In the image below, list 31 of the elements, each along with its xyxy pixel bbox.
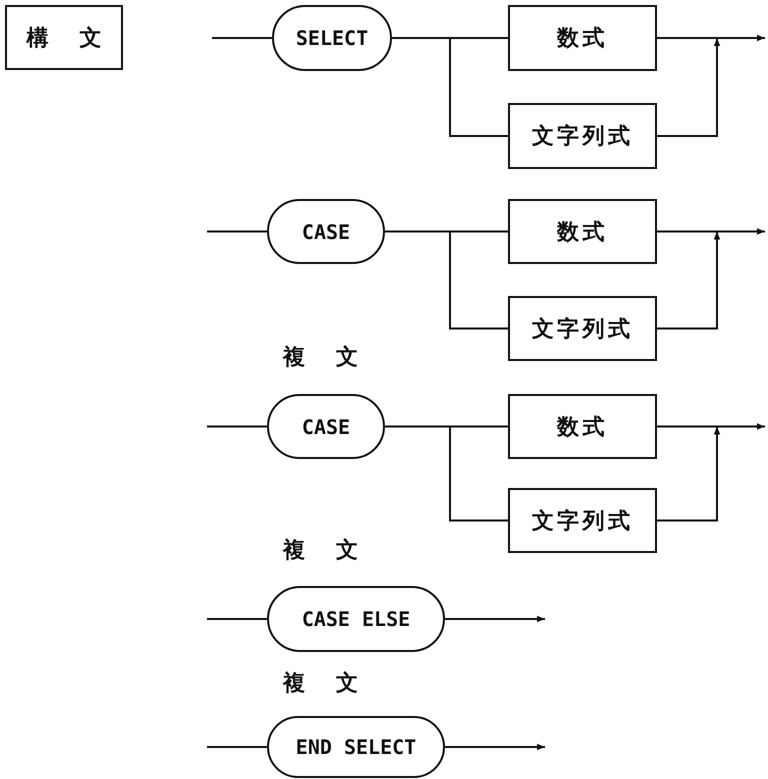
- keyword-terminal: SELECT: [272, 5, 392, 71]
- statement-label: 複文: [283, 537, 389, 565]
- connector-line: [207, 618, 267, 620]
- arrow: [445, 744, 545, 750]
- keyword-terminal: CASE: [267, 199, 385, 264]
- nonterminal-box: 数式: [508, 199, 657, 264]
- nonterminal-box: 数式: [508, 394, 657, 459]
- statement-label: 複文: [283, 670, 389, 698]
- arrow: [657, 228, 765, 235]
- arrow: [657, 38, 720, 137]
- connector-line: [207, 426, 267, 428]
- statement-label: 複文: [283, 344, 389, 372]
- connector-line: [385, 426, 508, 522]
- arrow: [657, 426, 720, 522]
- keyword-terminal: CASE ELSE: [267, 586, 445, 652]
- connector-line: [207, 746, 267, 748]
- heading-box: 構文: [5, 5, 123, 70]
- keyword-terminal: END SELECT: [267, 716, 445, 778]
- nonterminal-box: 数式: [508, 5, 657, 71]
- connector-line: [385, 230, 508, 330]
- keyword-terminal: CASE: [267, 394, 385, 459]
- connector-line: [392, 37, 508, 137]
- connector-line: [212, 37, 272, 39]
- arrow: [657, 423, 765, 430]
- nonterminal-box: 文字列式: [508, 103, 657, 169]
- arrow: [657, 34, 765, 42]
- connector-line: [207, 230, 267, 232]
- arrow: [657, 232, 720, 330]
- arrow: [445, 616, 545, 622]
- nonterminal-box: 文字列式: [508, 488, 657, 553]
- nonterminal-box: 文字列式: [508, 296, 657, 361]
